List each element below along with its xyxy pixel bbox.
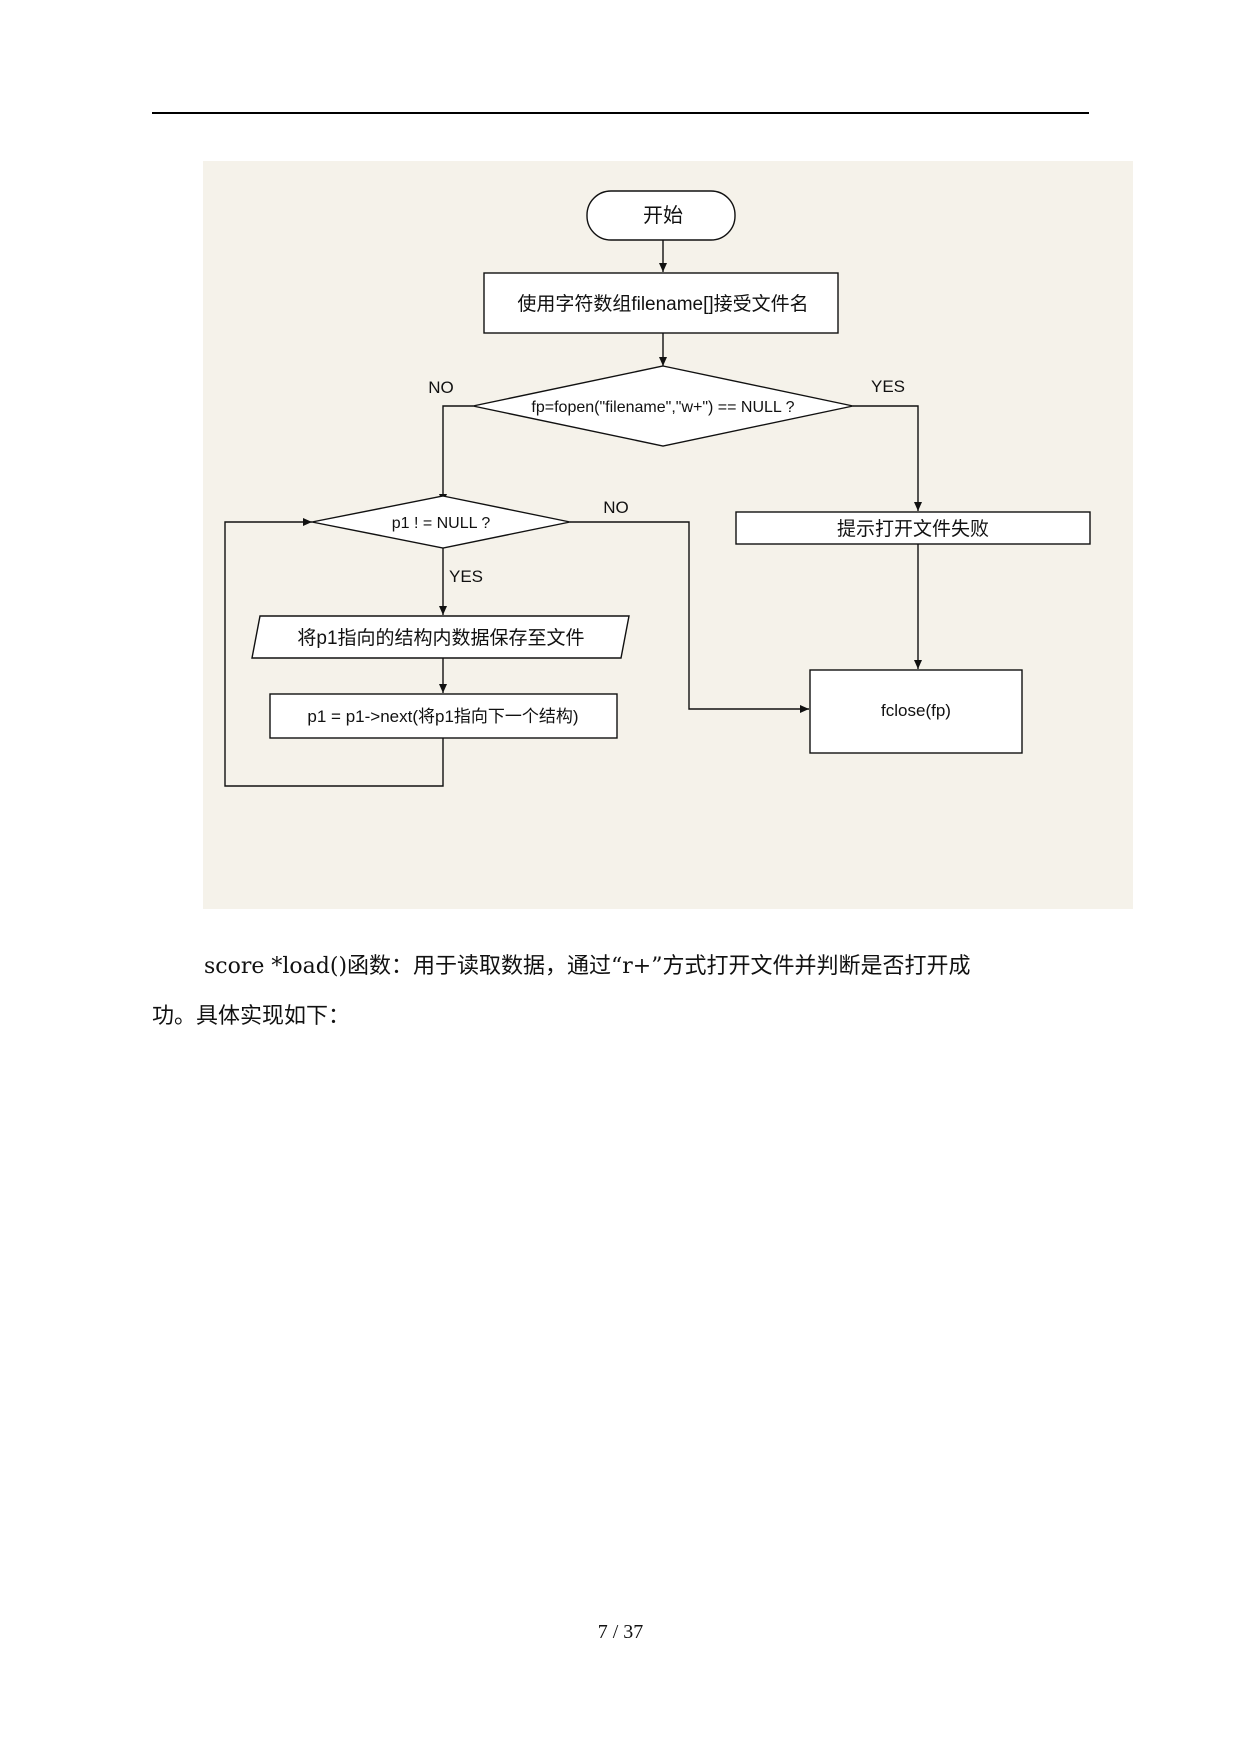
no-label-2: NO xyxy=(603,498,629,517)
save-label: 将p1指向的结构内数据保存至文件 xyxy=(297,627,584,649)
paragraph-line-1: score *load()函数：用于读取数据，通过“r+”方式打开文件并判断是否… xyxy=(204,954,971,979)
save-node xyxy=(251,615,630,659)
decision-open-label: fp=fopen("filename","w+") == NULL ? xyxy=(531,399,794,416)
header-rule xyxy=(152,112,1089,114)
decision-loop-label: p1 ! = NULL ? xyxy=(392,515,491,532)
input-node xyxy=(483,272,839,334)
input-label: 使用字符数组filename[]接受文件名 xyxy=(517,293,808,315)
fail-node xyxy=(735,511,1091,545)
page-number: 7 / 37 xyxy=(597,1621,644,1643)
fail-label: 提示打开文件失败 xyxy=(837,518,989,540)
yes-label-1: YES xyxy=(871,377,905,396)
close-label: fclose(fp) xyxy=(881,701,951,720)
next-node xyxy=(269,693,618,739)
next-label: p1 = p1->next(将p1指向下一个结构) xyxy=(307,707,578,726)
no-label-1: NO xyxy=(428,378,454,397)
flowchart-figure: 开始 使用字符数组filename[]接受文件名 fp=fopen("filen… xyxy=(203,161,1133,909)
close-node xyxy=(809,669,1023,754)
flowchart: 开始 使用字符数组filename[]接受文件名 fp=fopen("filen… xyxy=(224,190,1091,787)
start-label: 开始 xyxy=(643,204,683,227)
decision-loop-node xyxy=(311,495,571,549)
start-node xyxy=(586,190,736,241)
decision-open-node xyxy=(472,365,854,447)
body-paragraph: score *load()函数：用于读取数据，通过“r+”方式打开文件并判断是否… xyxy=(152,942,1089,1042)
yes-label-2: YES xyxy=(449,567,483,586)
paragraph-line-2: 功。具体实现如下： xyxy=(152,1004,351,1029)
